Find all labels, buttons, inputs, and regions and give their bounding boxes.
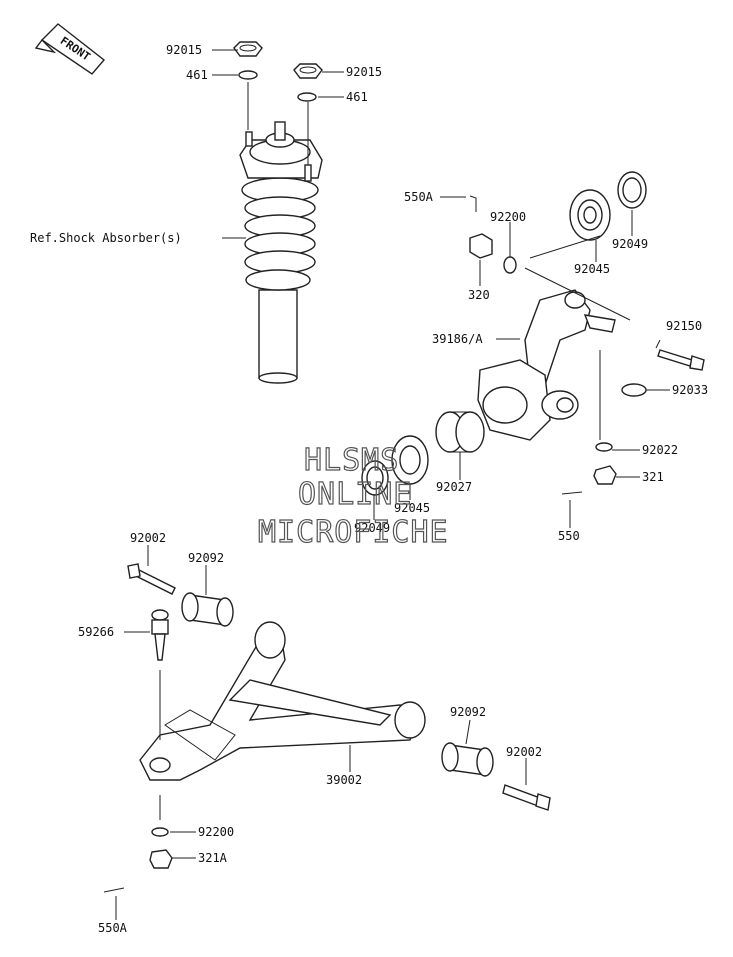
- pin-550: [561, 491, 583, 495]
- callout-39186: 39186/A: [432, 332, 483, 346]
- callout-321A: 321A: [198, 851, 228, 865]
- spacer-92027: [435, 411, 485, 453]
- bolt-92150: [657, 349, 705, 371]
- nut-321: [593, 465, 617, 485]
- callout-59266: 59266: [78, 625, 114, 639]
- seal-92049-top: [617, 171, 647, 209]
- a-arm-39002: [139, 621, 426, 781]
- callout-461-a: 461: [186, 68, 208, 82]
- nut-92015-b: [293, 63, 323, 79]
- nut-321A: [149, 849, 173, 869]
- bearing-92045-mid: [391, 435, 429, 485]
- washer-461-b: [297, 92, 317, 102]
- callout-92015-b: 92015: [346, 65, 382, 79]
- callout-92049-top: 92049: [612, 237, 648, 251]
- callout-39002: 39002: [326, 773, 362, 787]
- callout-92200-bot: 92200: [198, 825, 234, 839]
- callout-92092-top: 92092: [188, 551, 224, 565]
- bushing-92092-top: [181, 592, 234, 627]
- callout-92045-mid: 92045: [394, 501, 430, 515]
- callout-92045-top: 92045: [574, 262, 610, 276]
- callout-92002-top: 92002: [130, 531, 166, 545]
- callout-92002-bot: 92002: [506, 745, 542, 759]
- washer-92200-top: [503, 256, 517, 274]
- leader-lines: [115, 49, 670, 920]
- washer-92022: [595, 442, 613, 452]
- pin-550A-bot: [103, 887, 125, 893]
- callout-321: 321: [642, 470, 664, 484]
- watermark-line-1: HLSMS: [304, 443, 399, 478]
- watermark-line-3: MICROFICHE: [258, 515, 449, 550]
- front-arrow-icon: FRONT: [34, 23, 106, 75]
- pin-550A-top: [469, 195, 477, 212]
- callout-92033: 92033: [672, 383, 708, 397]
- callout-92015-a: 92015: [166, 43, 202, 57]
- callout-92200-top: 92200: [490, 210, 526, 224]
- callout-461-b: 461: [346, 90, 368, 104]
- callout-320: 320: [468, 288, 490, 302]
- shock-absorber: [239, 121, 323, 384]
- bolt-92002-top: [127, 563, 176, 595]
- callout-92150: 92150: [666, 319, 702, 333]
- steering-knuckle: [477, 289, 616, 441]
- nut-92015-a: [233, 41, 263, 57]
- callout-shock-absorber: Ref.Shock Absorber(s): [30, 231, 182, 245]
- callout-92022: 92022: [642, 443, 678, 457]
- callout-550A-bot: 550A: [98, 921, 128, 935]
- bolt-92002-bot: [502, 784, 551, 811]
- seal-92049-mid: [361, 460, 389, 496]
- watermark: HLSMS ONLINE MICROFICHE: [257, 442, 449, 550]
- callout-92049-mid: 92049: [354, 521, 390, 535]
- ball-joint-59266: [151, 609, 169, 661]
- callout-92027: 92027: [436, 480, 472, 494]
- callout-550A-top: 550A: [404, 190, 434, 204]
- callout-550: 550: [558, 529, 580, 543]
- bushing-92092-bot: [441, 742, 494, 777]
- nut-320: [469, 233, 493, 259]
- bearing-92045-top: [569, 189, 611, 241]
- callout-92092-bot: 92092: [450, 705, 486, 719]
- washer-461-a: [238, 70, 258, 80]
- washer-92200-bot: [151, 827, 169, 837]
- watermark-line-2: ONLINE: [298, 477, 412, 512]
- circlip-92033: [621, 383, 647, 397]
